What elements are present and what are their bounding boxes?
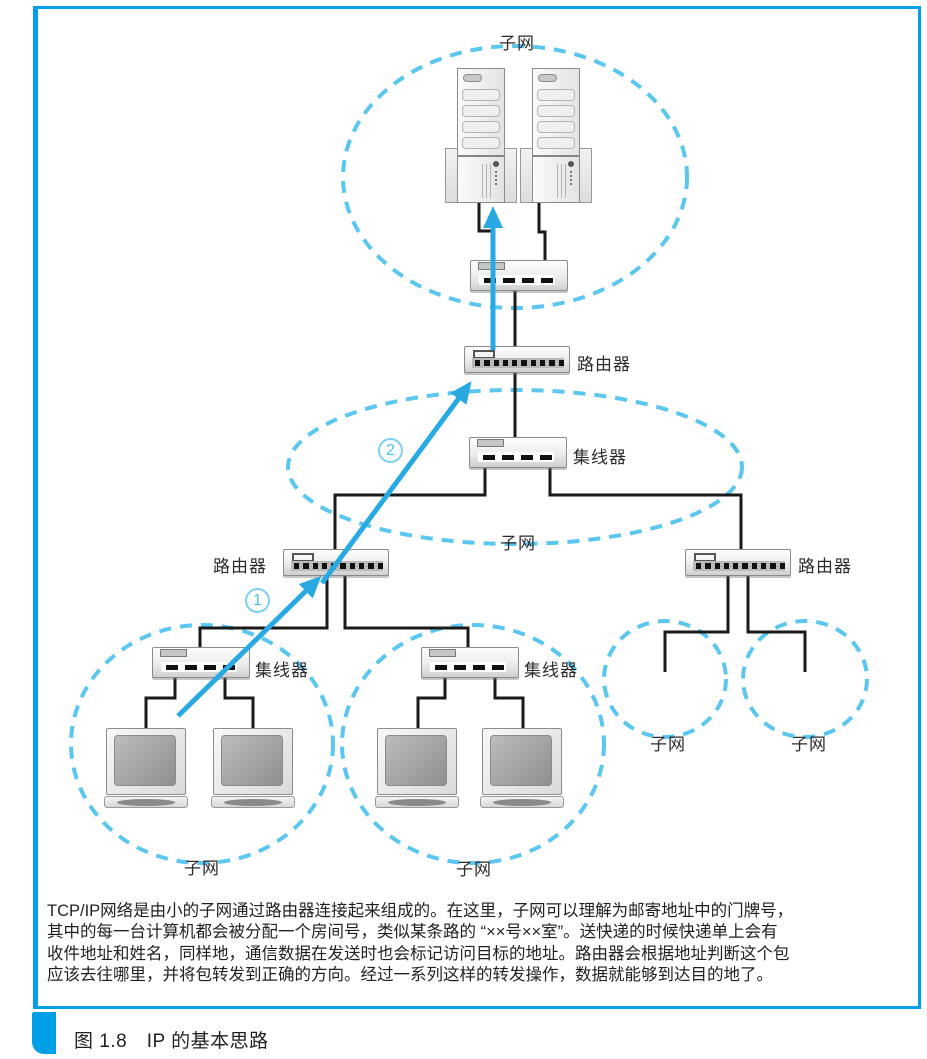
wire-leftrouter-hub2	[343, 574, 470, 648]
wire-server2-hub	[537, 203, 547, 262]
packet-arrow-step1	[176, 575, 322, 718]
caption-marker	[32, 1012, 56, 1054]
packet-arrow-step2	[319, 381, 472, 585]
wire-leftrouter-hub1	[198, 574, 329, 648]
subnet-ellipse-bottom-left	[69, 623, 335, 865]
wire-rightrouter-subnet2	[746, 575, 807, 672]
figure-frame	[33, 6, 921, 1009]
wire-hub2-pc3	[416, 677, 447, 729]
wire-hub1-pc1	[144, 677, 177, 729]
wire-hub1-pc2	[223, 677, 255, 729]
wire-hub2-pc4	[493, 677, 525, 729]
wire-midhub-leftrouter	[333, 467, 487, 550]
wire-rightrouter-subnet1	[663, 575, 730, 672]
subnet-ellipse-bottom-center	[340, 623, 606, 865]
wire-midhub-rightrouter	[548, 467, 743, 550]
subnet-ellipse-right-right	[741, 619, 869, 739]
subnet-ellipse-right-left	[602, 619, 728, 739]
